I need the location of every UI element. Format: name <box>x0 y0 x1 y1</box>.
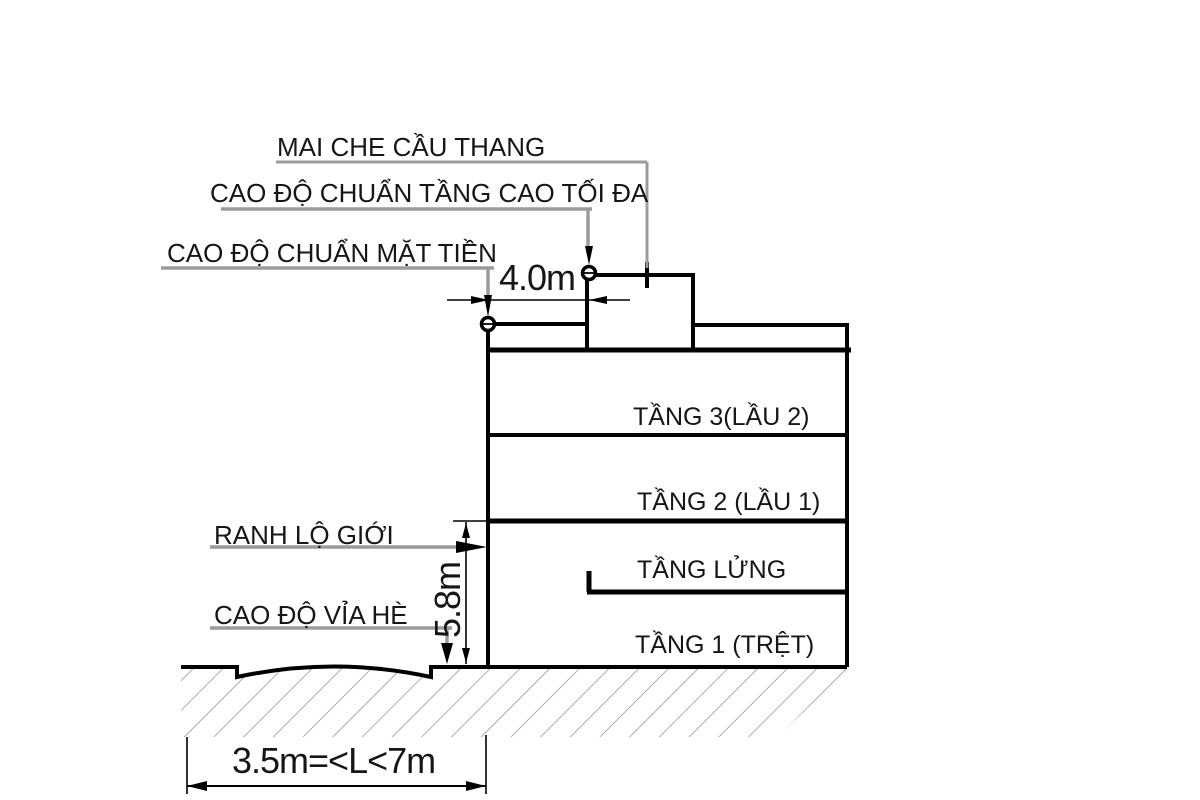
dimension-text-facade-height: 5.8m <box>427 561 468 639</box>
leader-facade <box>161 266 494 296</box>
arrow-right-road-boundary-icon <box>456 541 487 553</box>
stair-cover-box <box>585 262 695 350</box>
dimension-setback <box>447 296 630 304</box>
label-floor-3: TẦNG 3(LẦU 2) <box>633 403 810 431</box>
label-facade-datum: CAO ĐỘ CHUẨN MẶT TIỀN <box>167 238 497 268</box>
label-stair-roof: MAI CHE CẦU THANG <box>277 132 546 162</box>
dimension-facade-height <box>453 520 487 664</box>
building-outline <box>486 322 851 667</box>
arrow-down-facade-icon <box>484 295 492 317</box>
ground-line <box>181 664 847 680</box>
label-mezzanine: TẦNG LỬNG <box>637 556 787 584</box>
label-floor-2: TẦNG 2 (LẦU 1) <box>637 488 821 516</box>
datum-markers <box>479 264 598 333</box>
arrow-down-max-height-icon <box>585 246 593 265</box>
label-sidewalk-datum: CAO ĐỘ VỈA HÈ <box>214 600 408 630</box>
dimension-text-setback: 4.0m <box>499 257 576 298</box>
label-max-height-datum: CAO ĐỘ CHUẨN TẦNG CAO TỐI ĐA <box>210 178 649 208</box>
leader-sidewalk <box>210 626 452 646</box>
leader-max-height <box>221 207 592 250</box>
dimension-text-road-width: 3.5m=<L<7m <box>232 740 436 781</box>
mezzanine-floor-line <box>586 571 849 595</box>
leader-lines <box>161 160 649 646</box>
leader-stair-roof <box>276 160 649 268</box>
label-floor-1: TẦNG 1 (TRỆT) <box>635 631 815 659</box>
label-road-boundary: RANH LỘ GIỚI <box>214 520 394 550</box>
arrow-down-sidewalk-icon <box>441 643 453 664</box>
ground-hatch <box>181 668 849 737</box>
dimension-road-width <box>186 735 487 794</box>
